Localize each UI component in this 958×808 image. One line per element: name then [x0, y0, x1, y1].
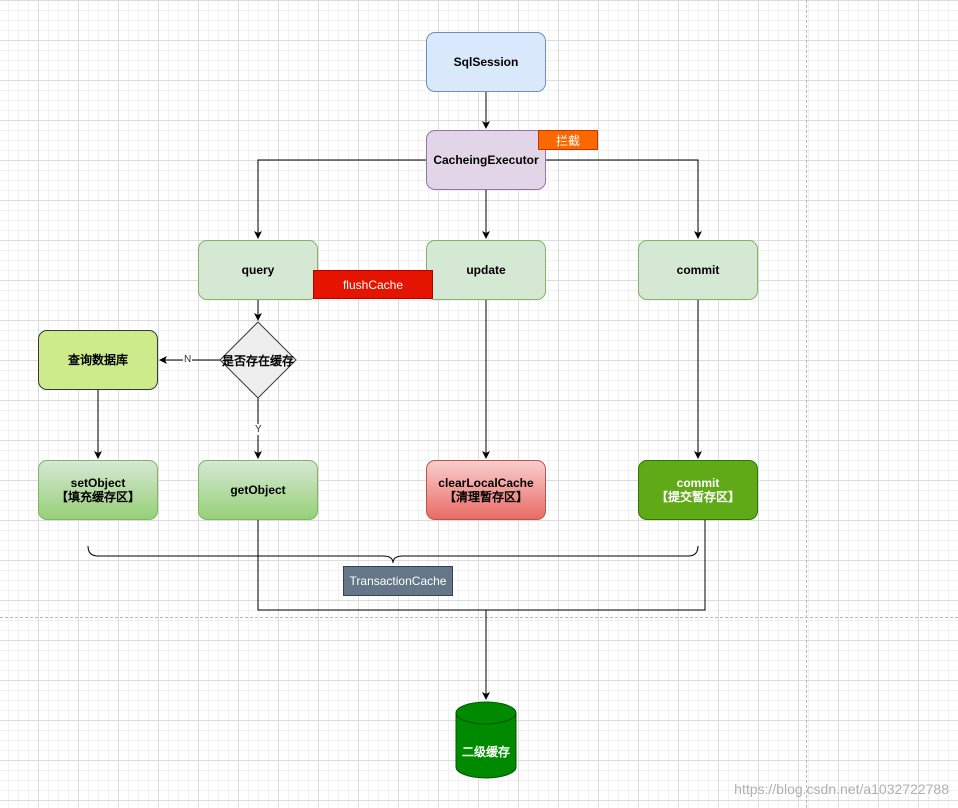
second-level-cache-label: 二级缓存 [461, 744, 510, 759]
transactioncache-label: TransactionCache [349, 574, 447, 588]
edge-executor-query [254, 159, 426, 239]
update-node[interactable]: update [426, 240, 546, 300]
setobject-node[interactable]: setObject 【填充缓存区】 [38, 460, 158, 520]
cache-exists-decision[interactable]: 是否存在缓存 [218, 350, 298, 370]
transactioncache-tag[interactable]: TransactionCache [343, 566, 453, 596]
l2cache-cylinder [455, 701, 517, 779]
cache-exists-label: 是否存在缓存 [221, 353, 294, 368]
watermark: https://blog.csdn.net/a1032722788 [734, 781, 949, 797]
flushcache-tag[interactable]: flushCache [313, 270, 433, 299]
edge-executor-commit [546, 159, 702, 239]
intercept-tag-label: 拦截 [555, 133, 580, 148]
clearlocalcache-node[interactable]: clearLocalCache 【清理暂存区】 [426, 460, 546, 520]
page-break-vertical [806, 0, 807, 808]
commit-staging-sublabel: 【提交暂存区】 [655, 490, 740, 504]
caching-executor-node[interactable]: CacheingExecutor [426, 130, 546, 190]
query-node[interactable]: query [198, 240, 318, 300]
sqlsession-node[interactable]: SqlSession [426, 32, 546, 92]
transaction-brace [87, 545, 699, 564]
clearlocalcache-sublabel: 【清理暂存区】 [443, 490, 528, 504]
clearlocalcache-label: clearLocalCache [438, 476, 534, 490]
second-level-cache-node[interactable]: 二级缓存 [456, 740, 516, 762]
update-label: update [466, 263, 506, 277]
query-database-node[interactable]: 查询数据库 [38, 330, 158, 390]
setobject-label: setObject [70, 476, 126, 490]
query-label: query [241, 263, 275, 277]
getobject-label: getObject [230, 483, 286, 497]
commit-label: commit [676, 263, 720, 277]
getobject-node[interactable]: getObject [198, 460, 318, 520]
decision-diamond [219, 321, 297, 399]
commit-node[interactable]: commit [638, 240, 758, 300]
query-database-label: 查询数据库 [67, 353, 128, 367]
commit-staging-label: commit [676, 476, 720, 490]
caching-executor-label: CacheingExecutor [433, 153, 539, 167]
sqlsession-label: SqlSession [453, 55, 519, 69]
no-branch-label: N [183, 354, 193, 365]
commit-staging-node[interactable]: commit 【提交暂存区】 [638, 460, 758, 520]
setobject-sublabel: 【填充缓存区】 [55, 490, 140, 504]
edge-to-l2cache [257, 520, 706, 699]
flushcache-tag-label: flushCache [342, 277, 404, 292]
page-break-horizontal [0, 617, 958, 618]
intercept-tag[interactable]: 拦截 [538, 130, 598, 150]
yes-branch-label: Y [254, 424, 263, 435]
